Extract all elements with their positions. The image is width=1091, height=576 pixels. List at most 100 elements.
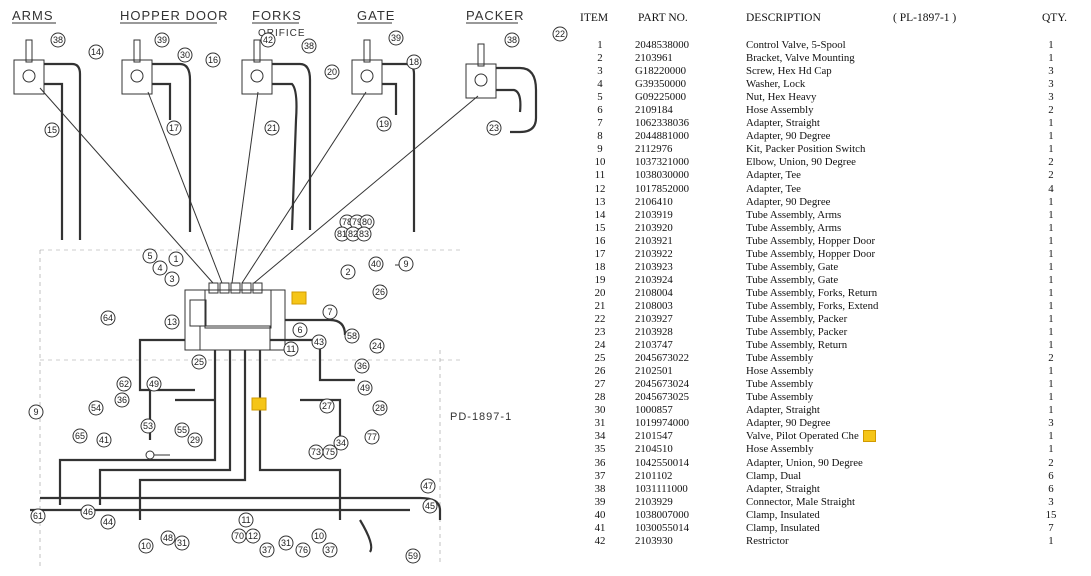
- callout-c75: 75: [322, 444, 338, 460]
- svg-text:36: 36: [117, 395, 127, 405]
- item-number: 41: [594, 521, 606, 534]
- item-number: 7: [597, 117, 603, 130]
- part-description: Clamp, Insulated: [746, 508, 820, 521]
- part-number: 2103919: [635, 208, 673, 221]
- item-number: 39: [594, 495, 606, 508]
- part-number: 2106410: [635, 195, 673, 208]
- part-description: Tube Assembly, Gate: [746, 273, 839, 286]
- callout-c29: 29: [187, 432, 203, 448]
- part-number: 2103747: [635, 339, 673, 352]
- svg-text:79: 79: [352, 217, 362, 227]
- quantity: 1: [1048, 534, 1054, 547]
- part-number: 2103930: [635, 534, 673, 547]
- item-number: 37: [594, 469, 606, 482]
- svg-text:42: 42: [263, 35, 273, 45]
- quantity: 1: [1048, 221, 1054, 234]
- header-qty: QTY.: [1042, 12, 1068, 24]
- hydraulic-diagram: ARMS HOPPER DOOR FORKS GATE PACKER ORIFI…: [12, 8, 568, 566]
- part-description: Tube Assembly, Hopper Door: [746, 247, 876, 260]
- part-description: Valve, Pilot Operated Che: [746, 430, 859, 443]
- part-number: 2103920: [635, 221, 673, 234]
- part-description: Adapter, 90 Degree: [746, 130, 831, 143]
- part-description: Bracket, Valve Mounting: [746, 52, 855, 65]
- quantity: 3: [1048, 65, 1054, 78]
- part-number: 2112976: [635, 143, 673, 156]
- quantity: 1: [1048, 143, 1054, 156]
- svg-text:36: 36: [357, 361, 367, 371]
- item-number: 14: [594, 208, 606, 221]
- callout-c3: 3: [164, 271, 180, 287]
- svg-text:46: 46: [83, 507, 93, 517]
- callout-c36: 36: [354, 358, 370, 374]
- svg-text:11: 11: [241, 515, 250, 525]
- callout-c43: 43: [311, 334, 327, 350]
- note-icon[interactable]: [863, 430, 876, 442]
- item-number: 26: [594, 365, 606, 378]
- callout-c42: 42: [260, 32, 276, 48]
- part-description: Hose Assembly: [746, 365, 814, 378]
- callout-c73: 73: [308, 444, 324, 460]
- part-description: Nut, Hex Heavy: [746, 91, 817, 104]
- quantity: 1: [1048, 443, 1054, 456]
- part-number: 2108003: [635, 299, 673, 312]
- svg-text:27: 27: [322, 401, 332, 411]
- part-description: Kit, Packer Position Switch: [746, 143, 866, 156]
- part-number: 2045673024: [635, 378, 689, 391]
- callout-c54: 54: [88, 400, 104, 416]
- svg-text:37: 37: [325, 545, 335, 555]
- callout-c7: 7: [322, 304, 338, 320]
- part-number: G09225000: [635, 91, 686, 104]
- quantity: 1: [1048, 52, 1054, 65]
- callout-c31a: 31: [174, 535, 190, 551]
- part-description: Tube Assembly, Forks, Return: [746, 286, 878, 299]
- callout-c24: 24: [369, 338, 385, 354]
- part-number: 2104510: [635, 443, 673, 456]
- quantity: 2: [1048, 156, 1054, 169]
- svg-text:13: 13: [167, 317, 177, 327]
- callout-c27: 27: [319, 398, 335, 414]
- svg-text:28: 28: [375, 403, 385, 413]
- svg-text:38: 38: [53, 35, 63, 45]
- part-description: Tube Assembly, Arms: [746, 221, 842, 234]
- control-valve: [184, 282, 286, 351]
- svg-text:21: 21: [267, 123, 277, 133]
- item-number: 8: [597, 130, 603, 143]
- svg-text:77: 77: [367, 432, 377, 442]
- item-number: 38: [594, 482, 606, 495]
- item-number: 28: [594, 391, 606, 404]
- item-number: 6: [597, 104, 603, 117]
- quantity: 1: [1048, 312, 1054, 325]
- part-description: Tube Assembly, Packer: [746, 326, 848, 339]
- orifice-label: ORIFICE: [258, 28, 306, 39]
- callout-c38b: 38: [301, 38, 317, 54]
- quantity: 1: [1048, 260, 1054, 273]
- note-marker-icon[interactable]: [291, 291, 307, 305]
- svg-text:39: 39: [391, 33, 401, 43]
- svg-text:40: 40: [371, 259, 381, 269]
- forks-port-assembly: [241, 39, 312, 231]
- quantity: 3: [1048, 91, 1054, 104]
- item-number: 27: [594, 378, 606, 391]
- item-number: 18: [594, 260, 606, 273]
- svg-text:14: 14: [91, 47, 101, 57]
- callout-c2: 2: [340, 264, 356, 280]
- svg-text:1: 1: [173, 254, 178, 264]
- quantity: 4: [1048, 182, 1054, 195]
- part-number: 2103923: [635, 260, 673, 273]
- part-description: Tube Assembly, Forks, Extend: [746, 299, 879, 312]
- note-marker-icon[interactable]: [251, 397, 267, 411]
- callout-c19: 19: [376, 116, 392, 132]
- callout-c55: 55: [174, 422, 190, 438]
- item-number: 22: [594, 312, 606, 325]
- header-description: DESCRIPTION: [746, 12, 821, 24]
- item-number: 15: [594, 221, 606, 234]
- callout-c21: 21: [264, 120, 280, 136]
